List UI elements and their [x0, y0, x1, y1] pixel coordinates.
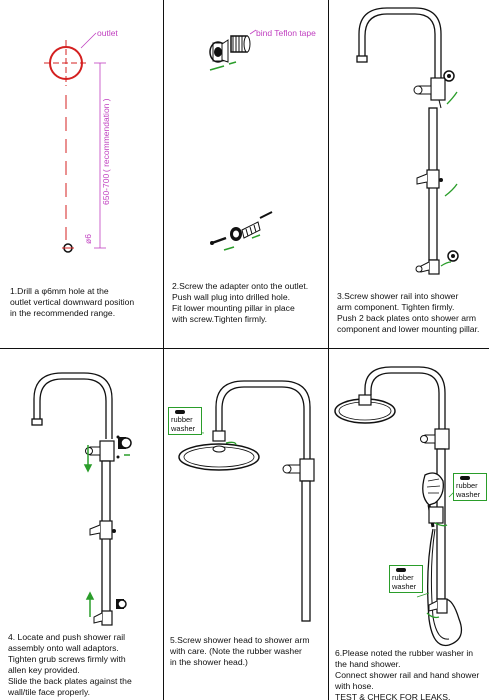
green-up-arrow	[83, 445, 95, 617]
rubber-washer-label: rubber washer	[171, 415, 196, 433]
shower-arm	[215, 380, 311, 459]
back-plate-bottom	[447, 250, 459, 262]
assembly-arrow	[209, 65, 225, 71]
step-5-drawing	[171, 380, 315, 622]
top-mount-bracket	[413, 77, 446, 101]
teflon-adapter	[230, 35, 251, 53]
outlet-leader-line	[80, 32, 97, 49]
step-5-panel: rubber washer 5.Screw shower head to sho…	[164, 349, 329, 700]
green-arrow-middle	[444, 183, 458, 197]
green-rotate-arrow	[225, 441, 237, 446]
top-mount-bracket	[282, 458, 315, 482]
lower-mount-bracket	[415, 259, 440, 275]
lower-mount-bracket	[93, 610, 113, 626]
wall-adaptor-bottom	[116, 599, 127, 609]
top-mount-bracket	[85, 435, 120, 462]
shower-arm	[364, 366, 446, 429]
step-4-drawing	[31, 372, 132, 626]
rubber-washer-label: rubber washer	[456, 481, 481, 499]
dimension-label: 650-700 ( recommendation )	[101, 98, 111, 205]
step-1-drawing: outlet 650-700 ( recommendation ) ø6	[44, 28, 118, 253]
step-2-panel: bind Teflon tape 2.Screw the adapter ont…	[164, 0, 329, 349]
shower-head	[334, 394, 396, 424]
step-1-caption: 1.Drill a φ6mm hole at the outlet vertic…	[10, 286, 135, 318]
screw-and-pillar-parts	[210, 211, 273, 251]
green-arrow-bottom	[440, 261, 452, 267]
green-arrow-middle	[434, 522, 448, 527]
rubber-washer-label: rubber washer	[392, 573, 417, 591]
hose	[427, 528, 463, 647]
screw-arrow	[223, 246, 235, 251]
slide-holder	[416, 169, 443, 189]
connector-arrow	[438, 99, 442, 109]
top-mount-bracket	[420, 428, 450, 450]
rubber-washer-callout: rubber washer	[168, 407, 202, 435]
back-plate-top	[443, 70, 455, 82]
step-3-caption: 3.Screw shower rail into shower arm comp…	[337, 291, 480, 334]
hole-diameter-label: ø6	[83, 234, 93, 244]
green-arrow-bottom	[426, 612, 440, 619]
step-1-panel: outlet 650-700 ( recommendation ) ø6 1.D…	[0, 0, 164, 349]
hose-washer-callout: rubber washer	[389, 565, 423, 593]
step-2-caption: 2.Screw the adapter onto the outlet. Pus…	[172, 281, 309, 324]
washer-icon	[175, 410, 185, 414]
slide-holder	[428, 506, 444, 524]
shower-arm	[31, 372, 113, 439]
washer-icon	[460, 476, 470, 480]
washer-leader-bottom	[416, 592, 430, 598]
step-6-drawing	[334, 366, 463, 647]
lower-mount-bracket	[428, 598, 448, 614]
green-arrow-top	[446, 91, 458, 105]
wall-adaptor-top	[118, 437, 132, 449]
plug-tip	[259, 211, 273, 219]
hand-shower-washer-callout: rubber washer	[453, 473, 487, 501]
step-4-panel: 4. Locate and push shower rail assembly …	[0, 349, 164, 700]
step-2-drawing: bind Teflon tape	[209, 28, 316, 251]
screw	[211, 236, 227, 245]
teflon-leader-line	[249, 29, 257, 35]
shower-rail	[301, 480, 311, 622]
shower-arm	[356, 7, 442, 78]
teflon-label: bind Teflon tape	[256, 28, 316, 38]
step-3-drawing	[356, 7, 459, 275]
step-4-caption: 4. Locate and push shower rail assembly …	[8, 632, 132, 697]
step-6-caption: 6.Please noted the rubber washer in the …	[335, 648, 480, 700]
washer-icon	[396, 568, 406, 572]
step-3-panel: 3.Screw shower rail into shower arm comp…	[329, 0, 489, 349]
shower-head	[178, 430, 260, 471]
step-5-caption: 5.Screw shower head to shower arm with c…	[170, 635, 310, 667]
step-6-panel: rubber washer rubber washer 6.Please not…	[329, 349, 489, 700]
adapter-parts	[209, 35, 251, 71]
slide-holder	[89, 520, 116, 540]
outlet-label: outlet	[97, 28, 118, 38]
